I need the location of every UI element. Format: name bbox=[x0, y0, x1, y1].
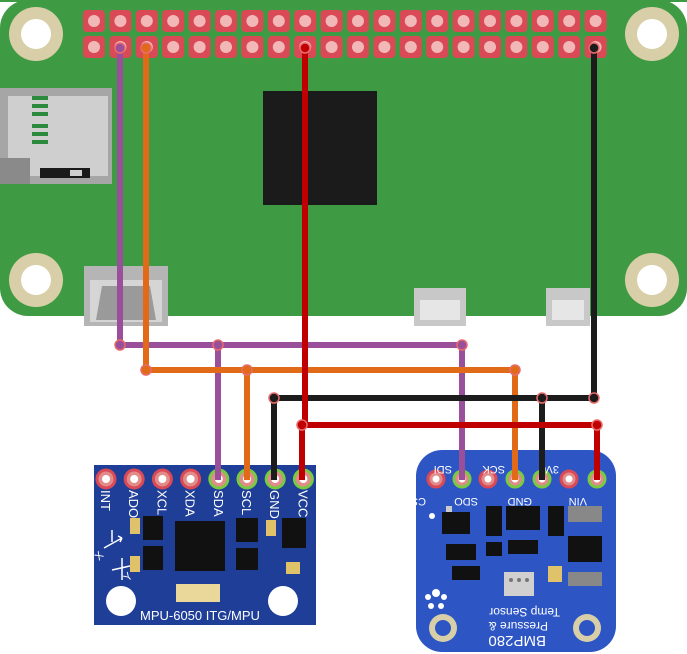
mpu-imu-chip bbox=[175, 521, 225, 571]
mpu-title: MPU-6050 ITG/MPU bbox=[140, 608, 260, 623]
wire-gnd bbox=[271, 48, 597, 480]
bmp-subtitle-line2: Temp Sensor bbox=[489, 605, 560, 619]
mpu-pin-label: GND bbox=[267, 490, 282, 519]
wire-joint bbox=[114, 42, 126, 54]
wire-joint bbox=[588, 42, 600, 54]
mini-hdmi-port bbox=[84, 266, 168, 326]
wires bbox=[117, 48, 600, 480]
micro-usb-port bbox=[414, 288, 466, 326]
mpu-mounting-hole bbox=[268, 586, 298, 616]
mpu-mounting-hole bbox=[106, 586, 136, 616]
mpu-pin-label: SDA bbox=[211, 490, 226, 517]
mpu-pin-label: SCL bbox=[239, 490, 254, 515]
mpu-pin-label: VCC bbox=[295, 490, 310, 517]
wire-joint bbox=[456, 339, 468, 351]
mpu-pin-labels: INT ADO XCL XDA SDA SCL GND VCC bbox=[98, 490, 310, 519]
mpu-pin-label: ADO bbox=[126, 490, 141, 518]
mpu-pin-label: XDA bbox=[183, 490, 198, 517]
bmp-pin-labels-bottom: CS SDO GND VIN bbox=[411, 495, 587, 507]
wire-joint bbox=[140, 42, 152, 54]
wire-joint bbox=[241, 364, 253, 376]
wire-joints bbox=[114, 42, 603, 431]
wire-joint bbox=[588, 392, 600, 404]
wire-joint bbox=[140, 364, 152, 376]
mpu-pin-label: INT bbox=[98, 490, 113, 511]
wire-joint bbox=[299, 42, 311, 54]
bmp-sensor-chip bbox=[504, 572, 534, 596]
micro-usb-power-port bbox=[546, 288, 590, 326]
soc-chip bbox=[263, 91, 377, 205]
mpu-pin-label: XCL bbox=[154, 490, 169, 515]
mounting-holes bbox=[9, 7, 679, 307]
bmp-subtitle-line1: Pressure & bbox=[489, 619, 548, 633]
sd-card-slot bbox=[0, 88, 112, 184]
wire-joint bbox=[268, 392, 280, 404]
wire-joint bbox=[591, 419, 603, 431]
wire-joint bbox=[509, 364, 521, 376]
wire-vcc bbox=[299, 48, 600, 480]
bmp-pin-label: SCK bbox=[482, 463, 505, 475]
bmp-pin-label: GND bbox=[508, 495, 533, 507]
adafruit-logo-icon bbox=[425, 589, 447, 609]
bmp-pin-label: VIN bbox=[569, 495, 587, 507]
wire-joint bbox=[536, 392, 548, 404]
bmp-pin-label: CS bbox=[411, 495, 426, 507]
bmp-title: BMP280 bbox=[488, 632, 546, 649]
bmp-pin-label: SDO bbox=[454, 495, 478, 507]
raspberry-pi-zero-board bbox=[0, 0, 687, 326]
wire-joint bbox=[114, 339, 126, 351]
bmp-pin-label: SDI bbox=[434, 463, 452, 475]
wire-joint bbox=[296, 419, 308, 431]
axis-icon bbox=[103, 530, 131, 580]
wire-joint bbox=[212, 339, 224, 351]
